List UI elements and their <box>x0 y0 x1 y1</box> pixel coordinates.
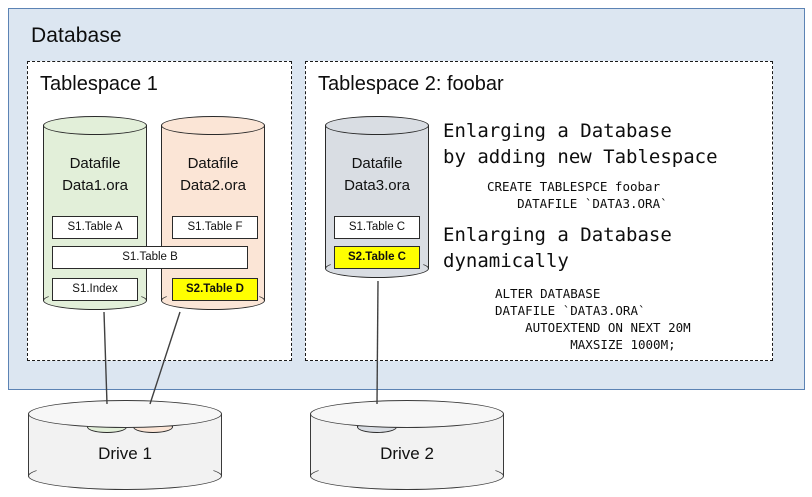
drive-bottom <box>28 462 222 490</box>
datafile-data3-line1: Datafile <box>351 155 403 172</box>
drive-top <box>28 400 222 428</box>
note-2-sql: ALTER DATABASE DATAFILE `DATA3.ORA` AUTO… <box>495 286 691 352</box>
tablespace-1-title: Tablespace 1 <box>40 73 158 95</box>
datafile-data1-line2: Data1.ora <box>62 177 128 194</box>
segment-s2-table-c: S2.Table C <box>334 246 420 269</box>
drive-1-label: Drive 1 <box>98 444 152 463</box>
cylinder-top <box>325 116 429 135</box>
segment-s1-index: S1.Index <box>52 278 138 301</box>
drive-top <box>310 400 504 428</box>
segment-s2-table-d: S2.Table D <box>172 278 258 301</box>
cylinder-body <box>43 125 147 301</box>
cylinder-top <box>43 116 147 135</box>
note-1-heading: Enlarging a Database by adding new Table… <box>443 120 718 168</box>
datafile-data2-line1: Datafile <box>187 155 239 172</box>
drive-2: Drive 2 <box>310 400 504 490</box>
cylinder-top <box>161 116 265 135</box>
datafile-data2-line2: Data2.ora <box>180 177 246 194</box>
datafile-data3-line2: Data3.ora <box>344 177 410 194</box>
segment-s1-table-b: S1.Table B <box>52 246 248 269</box>
datafile-data3-cylinder: Datafile Data3.ora <box>325 116 429 278</box>
segment-s1-table-c: S1.Table C <box>334 216 420 239</box>
segment-s1-table-a: S1.Table A <box>52 216 138 239</box>
drive-2-label: Drive 2 <box>380 444 434 463</box>
note-2-heading: Enlarging a Database dynamically <box>443 224 672 272</box>
note-1-sql: CREATE TABLESPCE foobar DATAFILE `DATA3.… <box>487 179 668 211</box>
database-title: Database <box>31 24 122 47</box>
segment-s1-table-f: S1.Table F <box>172 216 258 239</box>
cylinder-body <box>325 125 429 269</box>
drive-bottom <box>310 462 504 490</box>
drive-1: Drive 1 <box>28 400 222 490</box>
datafile-data1-line1: Datafile <box>69 155 121 172</box>
cylinder-body <box>161 125 265 301</box>
tablespace-2-title: Tablespace 2: foobar <box>318 73 504 95</box>
